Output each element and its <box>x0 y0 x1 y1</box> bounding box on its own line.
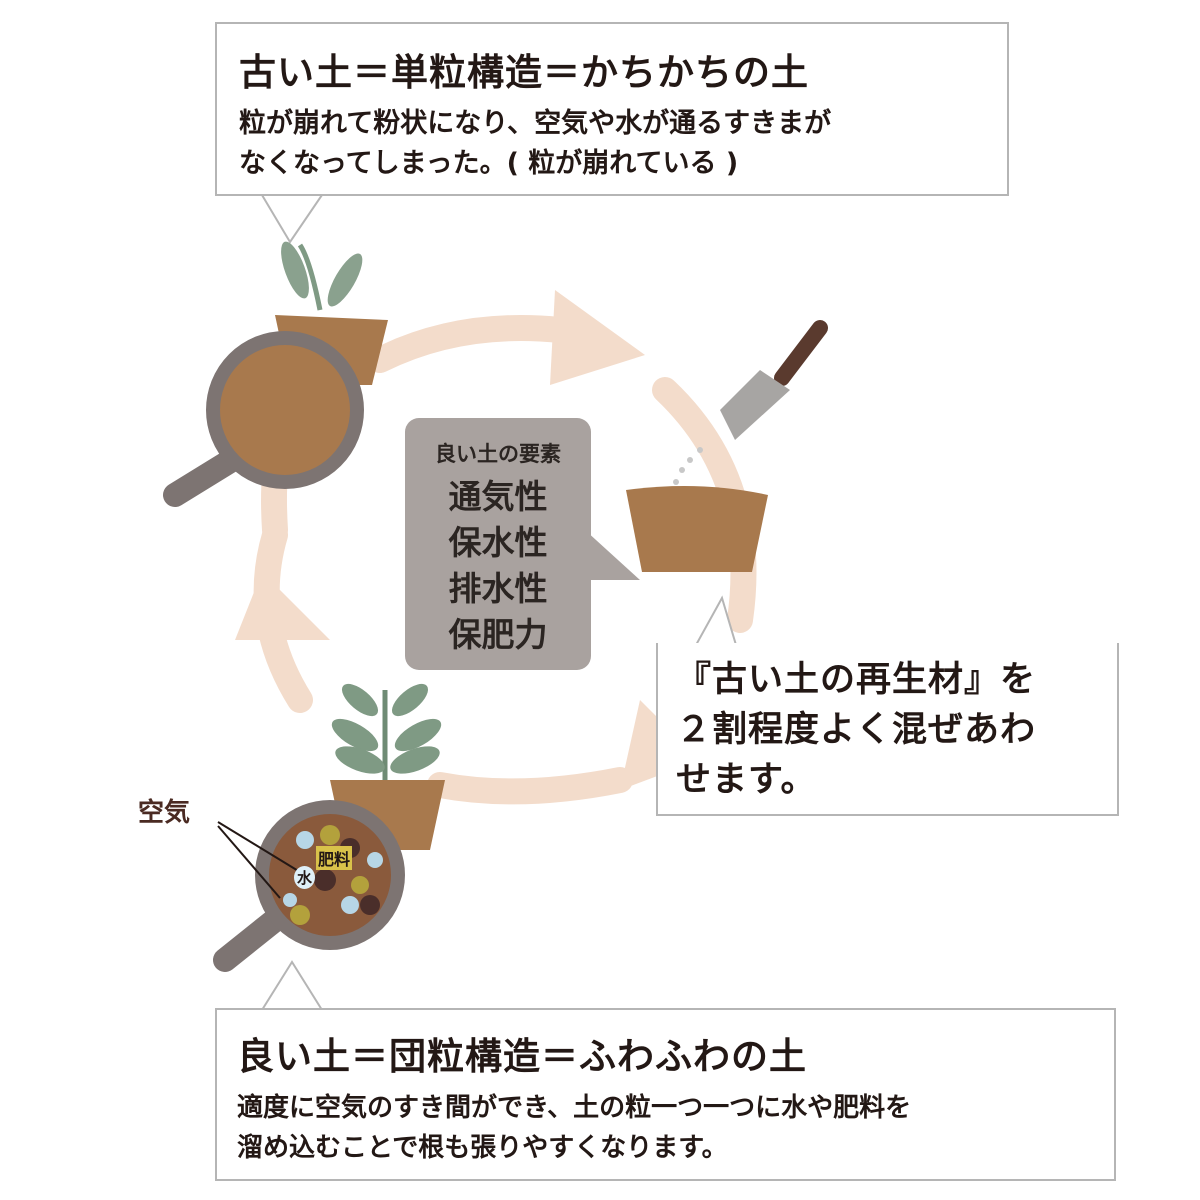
good-soil-elements-box: 良い土の要素 通気性 保水性 排水性 保肥力 <box>405 418 591 670</box>
description-line: 適度に空気のすき間ができ、土の粒一つ一つに水や肥料を <box>237 1093 912 1123</box>
old-soil-callout: 古い土＝単粒構造＝かちかちの土 粒が崩れて粉状になり、空気や水が通るすきまが な… <box>215 22 1009 196</box>
good-soil-description: 適度に空気のすき間ができ、土の粒一つ一つに水や肥料を 溜め込むことで根も張りやす… <box>237 1088 911 1168</box>
good-soil-callout: 良い土＝団粒構造＝ふわふわの土 適度に空気のすき間ができ、土の粒一つ一つに水や肥… <box>215 1008 1116 1181</box>
description-line: 溜め込むことで根も張りやすくなります。 <box>237 1133 728 1163</box>
instruction-line: せます。 <box>676 760 817 800</box>
magnifier-good-soil-icon <box>213 800 405 972</box>
trowel-icon <box>626 320 828 572</box>
old-soil-title: 古い土＝単粒構造＝かちかちの土 <box>239 51 809 94</box>
instruction-line: ２割程度よく混ぜあわ <box>676 710 1037 750</box>
instruction-text: 『古い土の再生材』を ２割程度よく混ぜあわ せます。 <box>676 655 1036 805</box>
magnifier-old-soil-icon <box>163 331 364 507</box>
elements-heading: 良い土の要素 <box>435 442 561 466</box>
water-label: 水 <box>294 866 316 889</box>
description-line: 粒が崩れて粉状になり、空気や水が通るすきまが <box>239 108 832 139</box>
element-item: 排水性 <box>448 569 548 608</box>
instruction-line: 『古い土の再生材』を <box>676 660 1037 700</box>
good-soil-title: 良い土＝団粒構造＝ふわふわの土 <box>237 1035 807 1078</box>
old-soil-description: 粒が崩れて粉状になり、空気や水が通るすきまが なくなってしまった。( 粒が崩れて… <box>239 104 831 184</box>
element-item: 保肥力 <box>448 615 548 654</box>
air-label: 空気 <box>138 798 191 828</box>
element-item: 保水性 <box>448 523 548 562</box>
description-line: なくなってしまった。( 粒が崩れている ) <box>239 148 739 179</box>
element-item: 通気性 <box>448 477 548 516</box>
fertilizer-label: 肥料 <box>316 846 353 870</box>
mix-instruction-callout: 『古い土の再生材』を ２割程度よく混ぜあわ せます。 <box>656 643 1119 816</box>
